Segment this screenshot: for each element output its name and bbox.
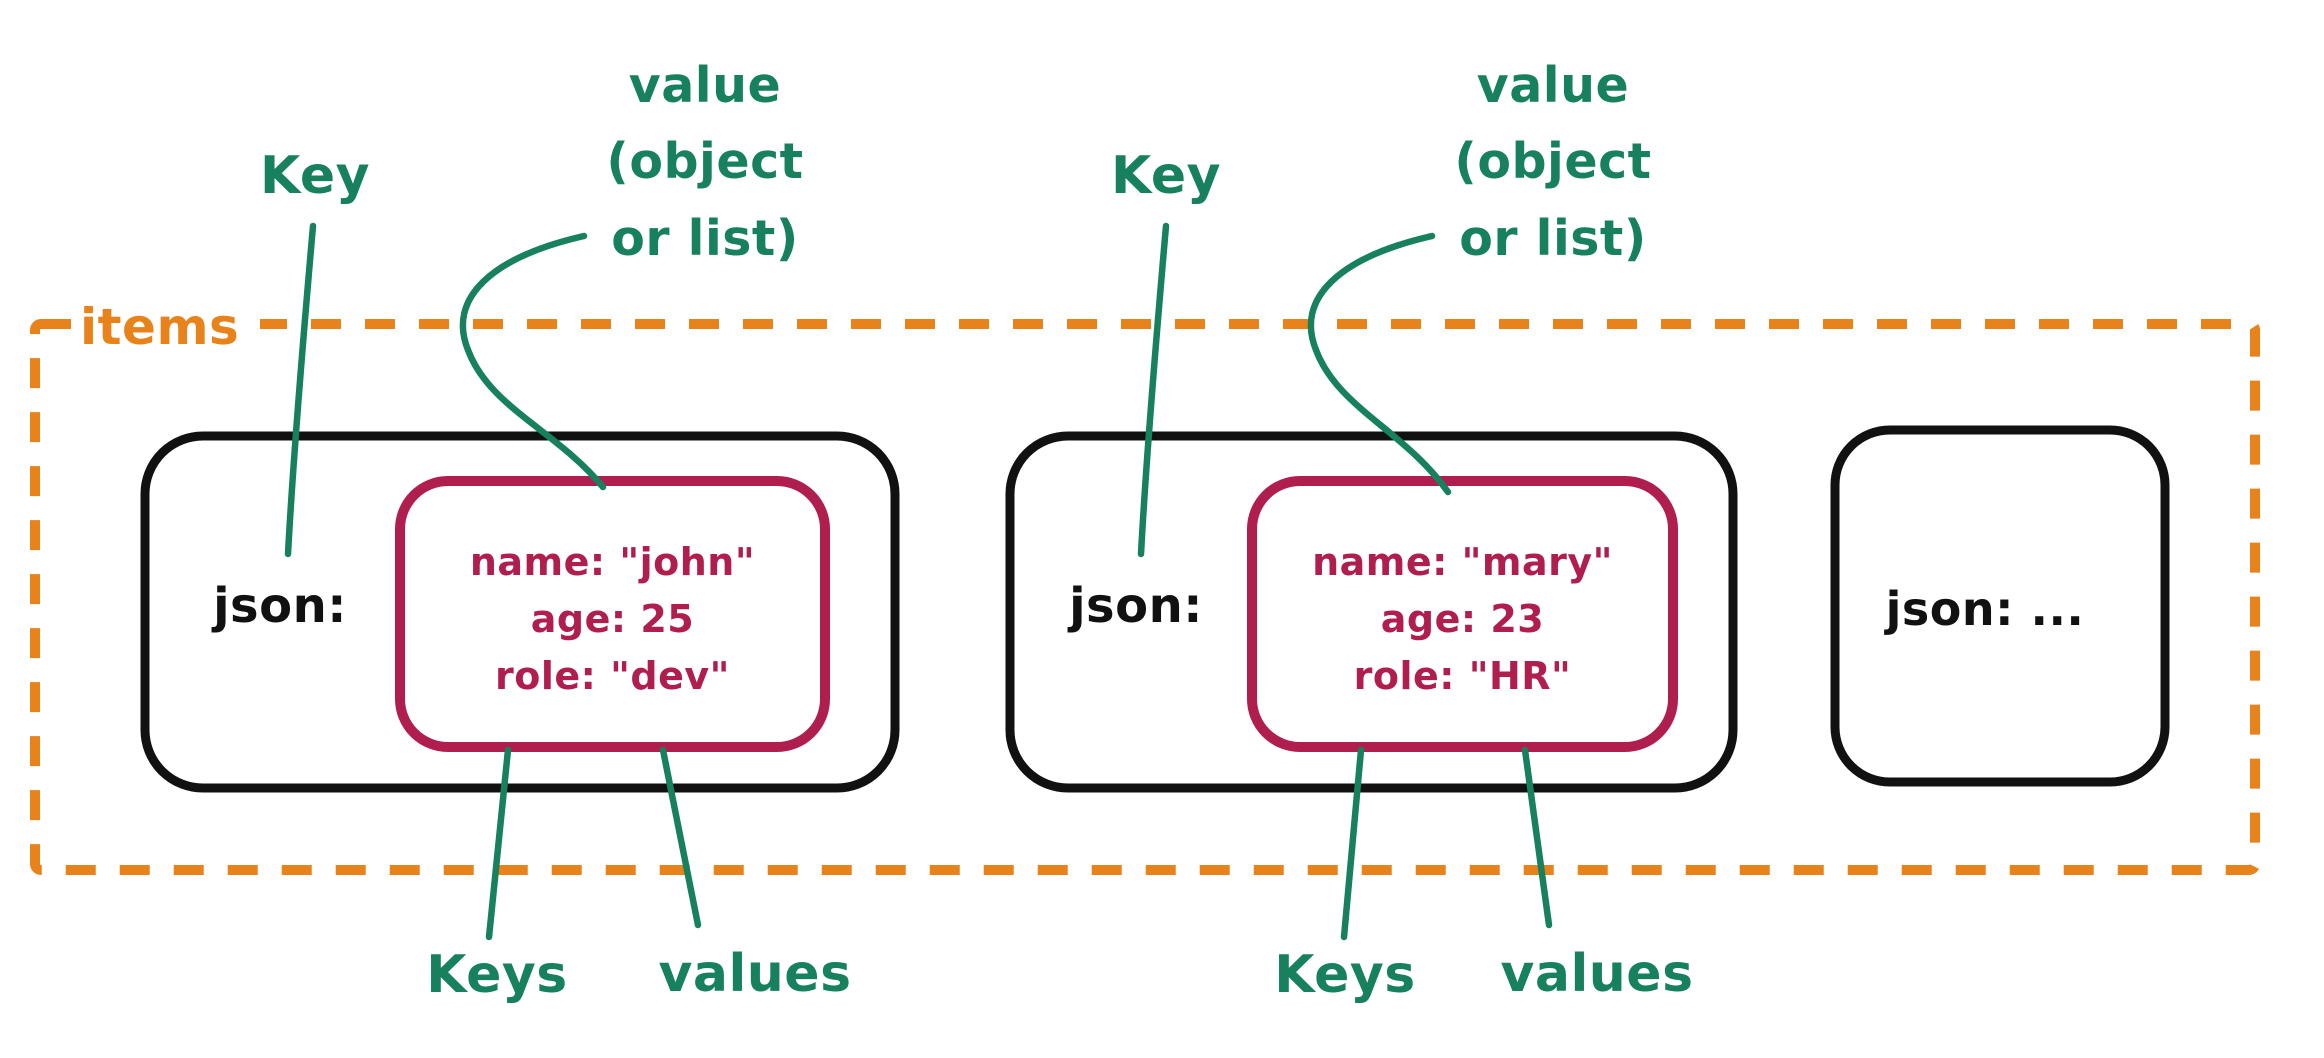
object-box-1 (395, 476, 830, 752)
values-annotation-right: values (1500, 944, 1694, 1004)
value-annotation-left: value (object or list) (606, 57, 804, 267)
record-object-1: name: "john" age: 25 role: "dev" (469, 540, 756, 698)
key-pointer-line-2 (1137, 222, 1170, 558)
record-object-2: name: "mary" age: 23 role: "HR" (1312, 540, 1613, 698)
record-key-1: json: (213, 578, 347, 634)
key-annotation-right: Key (1110, 146, 1222, 206)
keys-annotation-right: Keys (1274, 945, 1416, 1005)
value-annotation-right: value (object or list) (1454, 57, 1652, 267)
record-box-2 (1005, 431, 1738, 793)
key-pointer-line-1 (284, 222, 317, 558)
value-pointer-curve-2 (1307, 232, 1452, 496)
record-key-2: json: (1069, 578, 1203, 634)
value-pointer-curve-1 (459, 232, 607, 491)
items-label-backdrop (76, 298, 260, 356)
items-dashed-border (30, 319, 2260, 875)
keys-pointer-line-2 (1340, 746, 1365, 941)
keys-pointer-line-1 (485, 746, 512, 941)
values-pointer-line-1 (659, 746, 702, 929)
record-box-3 (1830, 425, 2170, 787)
values-pointer-line-2 (1521, 746, 1553, 929)
object-box-2 (1247, 476, 1678, 752)
items-group-label: items (80, 298, 240, 356)
record-key-3-ellipsis: json: ... (1885, 582, 2085, 636)
values-annotation-left: values (658, 944, 852, 1004)
key-annotation-left: Key (259, 146, 371, 206)
record-box-1 (140, 431, 900, 793)
keys-annotation-left: Keys (426, 945, 568, 1005)
